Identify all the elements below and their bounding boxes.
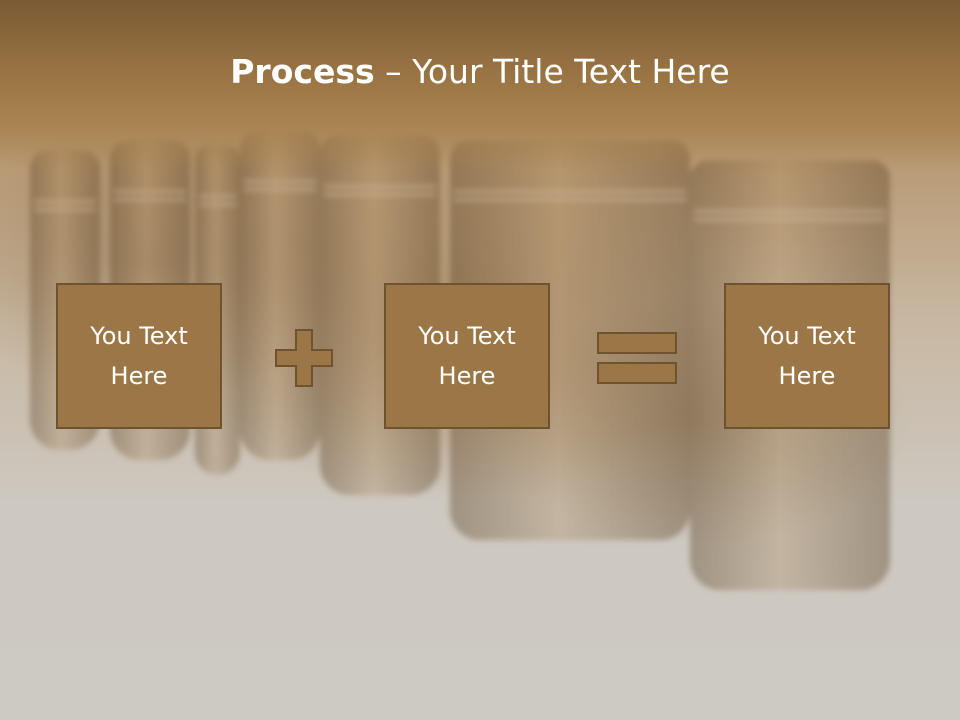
text-box-3[interactable]: You Text Here [724, 283, 890, 429]
text-box-3-label: You Text Here [758, 322, 856, 390]
text-box-1-label: You Text Here [90, 322, 188, 390]
text-box-2-label: You Text Here [418, 322, 516, 390]
book-spine [240, 130, 320, 460]
slide-title: Process – Your Title Text Here [0, 52, 960, 91]
title-bar [0, 0, 960, 170]
text-box-2[interactable]: You Text Here [384, 283, 550, 429]
equals-icon [597, 332, 677, 384]
title-bold: Process [230, 52, 375, 91]
title-rest: – Your Title Text Here [374, 52, 730, 91]
text-box-1[interactable]: You Text Here [56, 283, 222, 429]
plus-icon [275, 329, 333, 387]
